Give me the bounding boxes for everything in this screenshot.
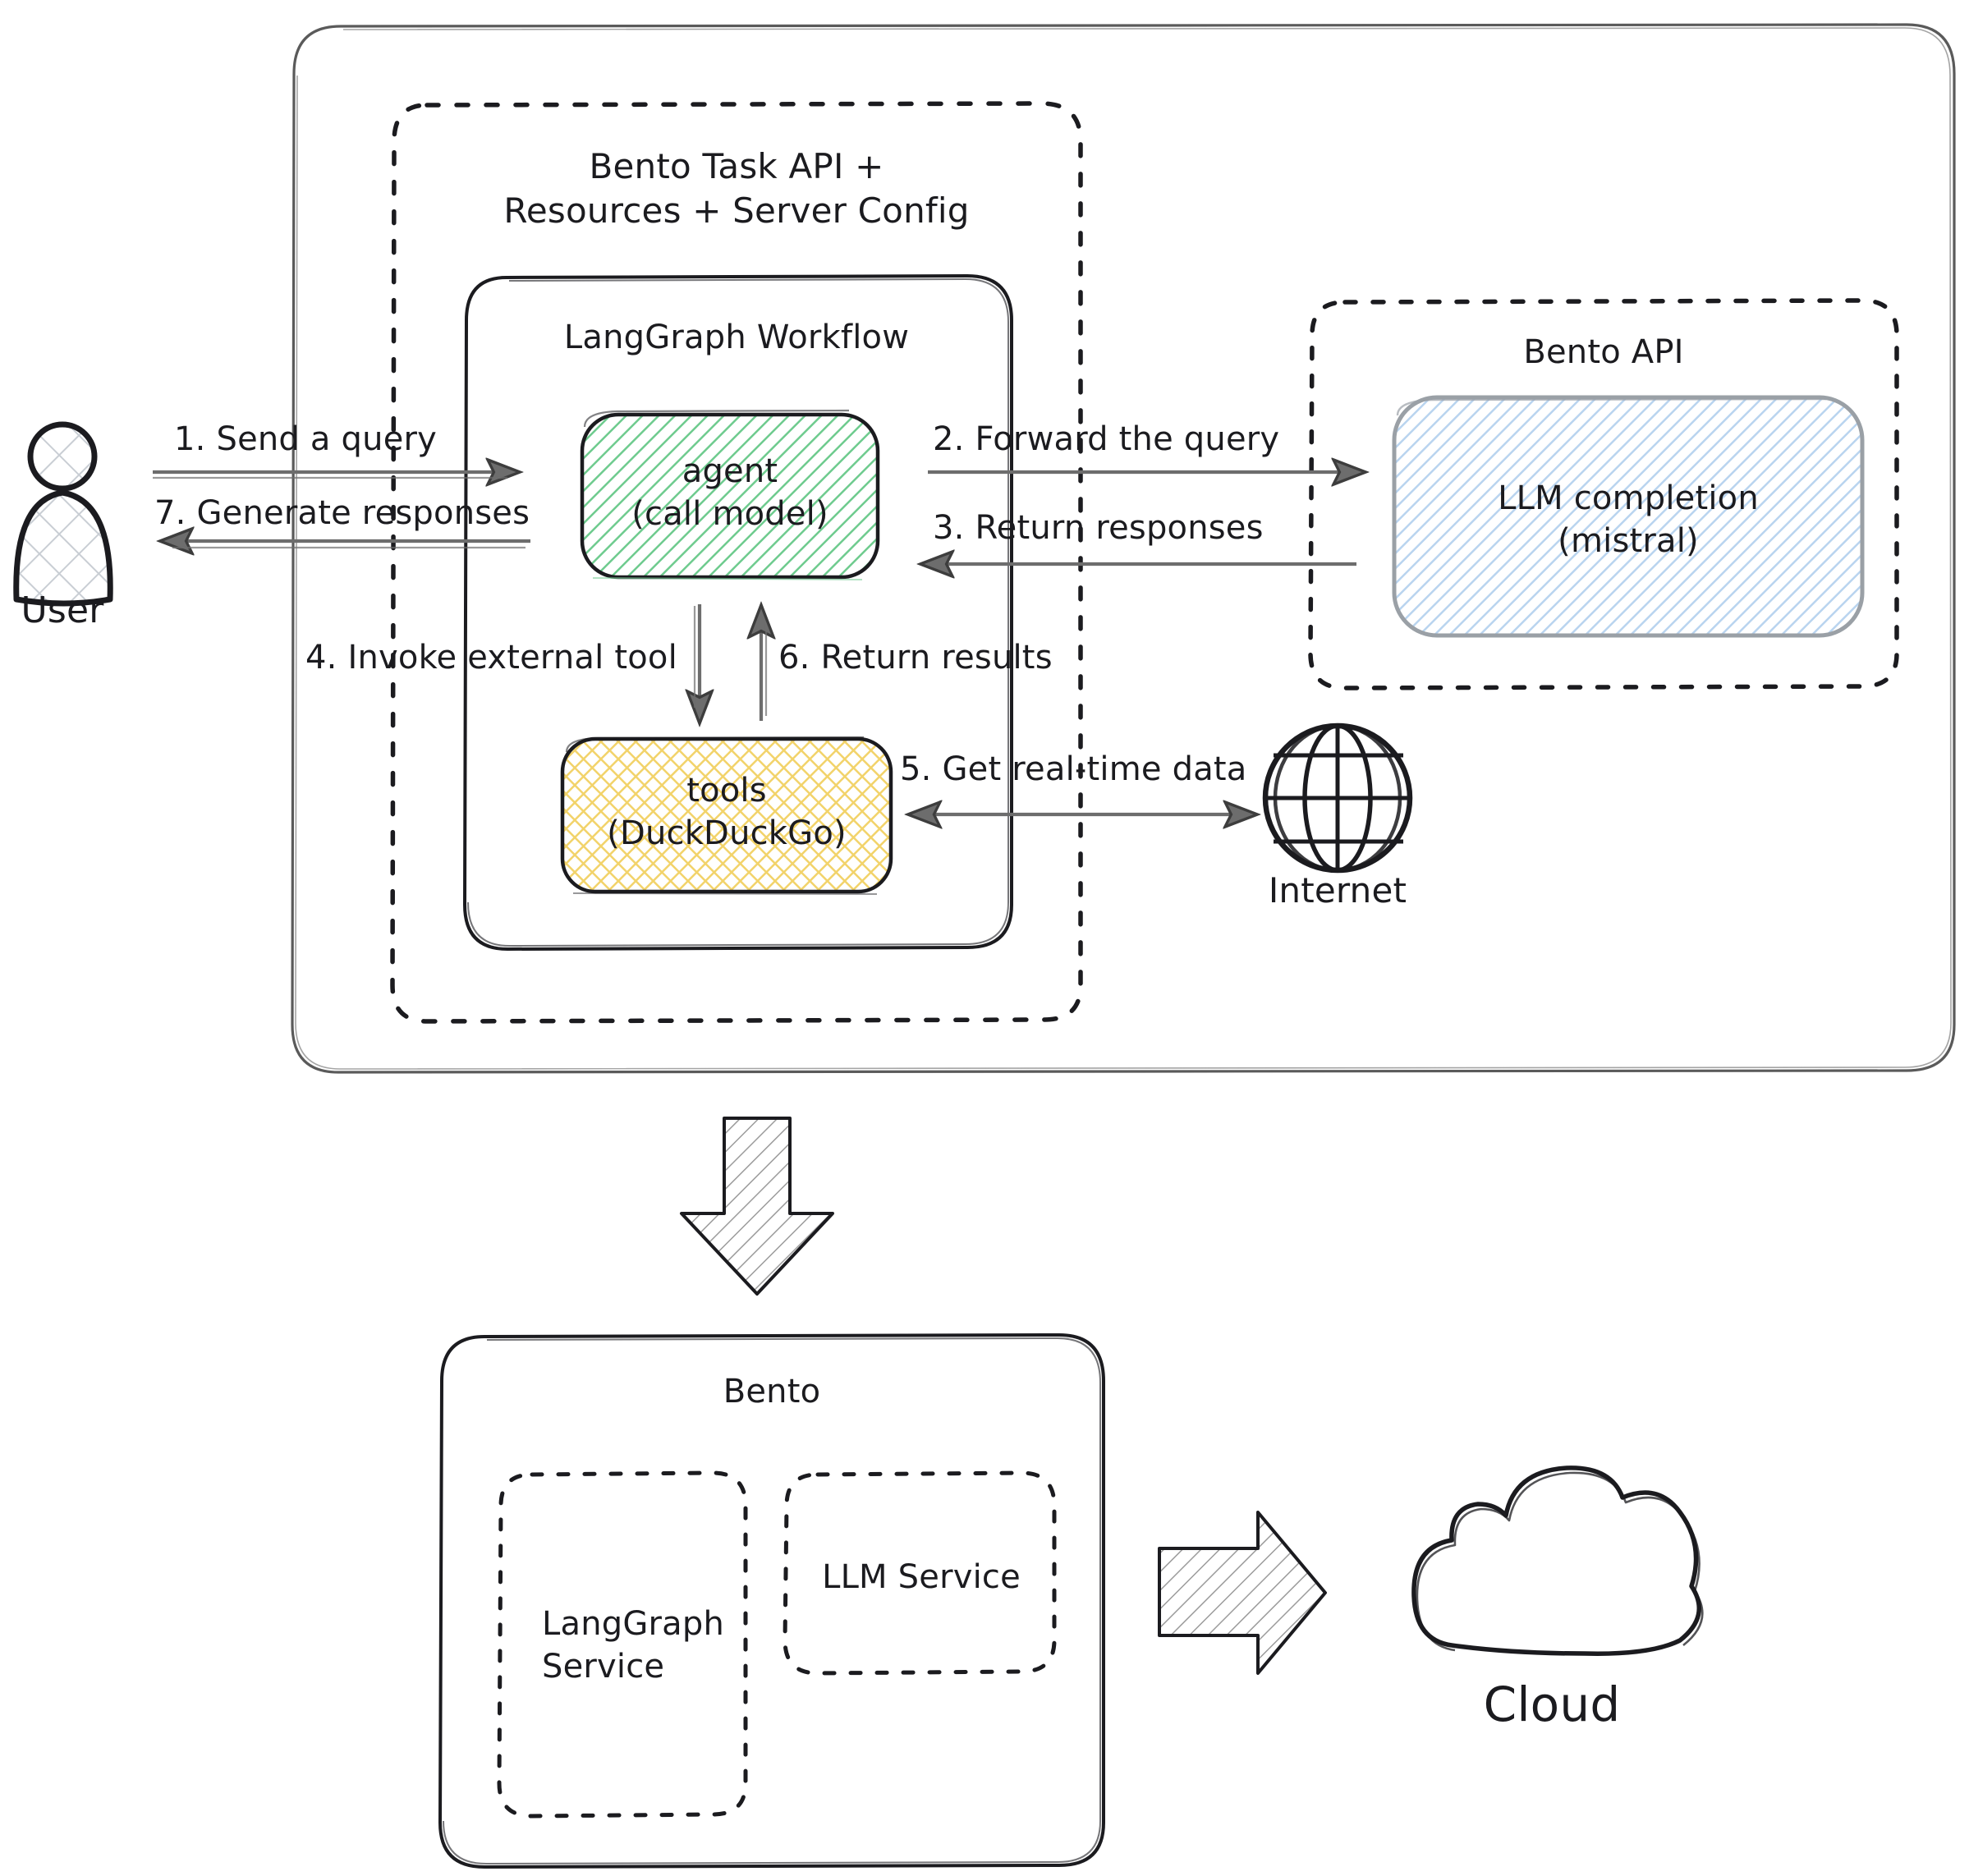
flow-label-5: 5. Get real-time data (900, 750, 1247, 788)
tools-node[interactable] (560, 736, 893, 895)
llm-service-box (783, 1470, 1057, 1676)
bento-task-api-label-line2: Resources + Server Config (503, 190, 970, 231)
llm-service-label: LLM Service (822, 1558, 1021, 1596)
agent-node-label-line1: agent (682, 452, 778, 490)
flow-label-3: 3. Return responses (933, 509, 1264, 547)
flow-arrow-7 (163, 541, 530, 548)
flow-label-2: 2. Forward the query (933, 420, 1280, 458)
internet-actor-label: Internet (1268, 870, 1407, 910)
bento-package-box (438, 1333, 1105, 1869)
flow-arrow-6 (761, 608, 766, 721)
flow-label-7: 7. Generate responses (154, 494, 530, 532)
user-person-icon (13, 421, 113, 607)
agent-node[interactable] (580, 409, 880, 580)
llm-completion-label-line1: LLM completion (1498, 479, 1759, 517)
langgraph-service-box (497, 1470, 748, 1819)
tools-node-label-line1: tools (686, 772, 767, 810)
right-block-arrow-icon (1158, 1511, 1327, 1675)
bento-api-container (1308, 298, 1899, 690)
llm-completion-label-line2: (mistral) (1558, 522, 1699, 560)
flow-label-4: 4. Invoke external tool (305, 639, 677, 677)
flow-label-1: 1. Send a query (174, 420, 438, 458)
langgraph-service-label-line2: Service (542, 1648, 665, 1686)
flow-arrows (153, 472, 1363, 814)
cloud-target-label: Cloud (1483, 1676, 1621, 1732)
bento-task-api-container (390, 101, 1083, 1024)
flow-arrow-4 (695, 604, 700, 721)
tools-node-label-line2: (DuckDuckGo) (607, 814, 847, 852)
bento-api-label: Bento API (1523, 333, 1684, 371)
bento-package-label: Bento (723, 1373, 821, 1410)
cloud-icon (1411, 1465, 1704, 1656)
globe-icon (1262, 722, 1413, 874)
bento-task-api-label-line1: Bento Task API + (589, 146, 884, 186)
agent-node-label-line2: (call model) (631, 495, 828, 533)
flow-label-6: 6. Return results (778, 639, 1053, 677)
langgraph-workflow-label: LangGraph Workflow (563, 319, 910, 356)
flow-arrow-1 (153, 472, 517, 478)
llm-completion-node[interactable] (1392, 395, 1865, 638)
langgraph-service-label-line1: LangGraph (542, 1605, 725, 1643)
down-block-arrow-icon (680, 1117, 834, 1296)
outer-service-frame (291, 23, 1956, 1074)
user-actor-label: User (21, 589, 104, 631)
